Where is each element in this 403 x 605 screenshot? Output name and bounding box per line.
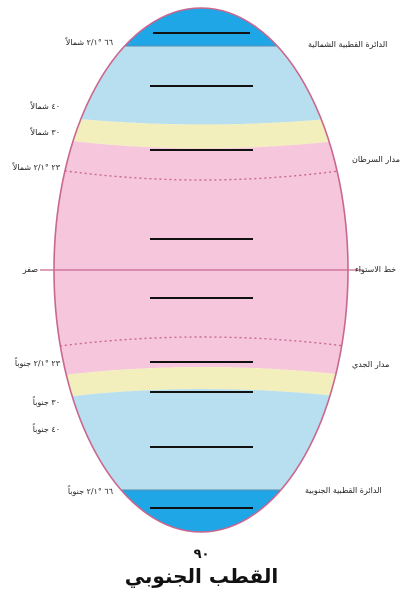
latitude-label: ٦٦ °٢/١ جنوباً — [68, 487, 113, 497]
south-polar-circle-label: الدائرة القطبية الجنوبية — [305, 486, 382, 496]
north-polar-circle-label: الدائرة القطبية الشمالية — [308, 40, 387, 50]
equator-label: خط الاستواء — [355, 265, 396, 275]
pole-name: القطب الجنوبي — [0, 564, 403, 588]
latitude-label: ٢٣ °٢/١ شمالاً — [13, 163, 60, 173]
latitude-label: ٤٠ جنوباً — [33, 425, 60, 435]
tropic-of-cancer-label: مدار السرطان — [352, 155, 400, 165]
latitude-label: ٢٣ °٢/١ جنوباً — [15, 359, 60, 369]
latitude-label: ٣٠ شمالاً — [31, 128, 60, 138]
latitude-label: ٦٦ °٢/١ شمالاً — [66, 38, 113, 48]
latitude-label: ٤٠ شمالاً — [31, 102, 60, 112]
latitude-label: صفر — [23, 265, 38, 275]
tropic-of-capricorn-label: مدار الجدي — [352, 360, 389, 370]
pole-degree: ٩٠ — [0, 547, 403, 562]
latitude-label: ٣٠ جنوباً — [33, 398, 60, 408]
